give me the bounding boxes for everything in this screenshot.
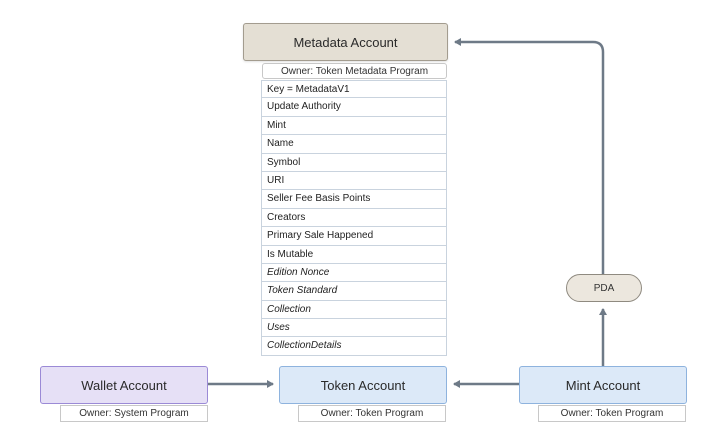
mint-account-title: Mint Account [565, 377, 641, 393]
metadata-field: Edition Nonce [261, 263, 447, 283]
metadata-field: Symbol [261, 153, 447, 172]
metadata-field: Token Standard [261, 282, 447, 301]
metadata-account-box: Metadata Account [243, 23, 448, 61]
metadata-field: Creators [261, 208, 447, 228]
metadata-account-title: Metadata Account [293, 34, 398, 50]
metadata-field: Name [261, 135, 447, 154]
token-account-owner: Owner: Token Program [298, 405, 446, 422]
mint-account-box: Mint Account [519, 366, 687, 404]
wallet-account-box: Wallet Account [40, 366, 208, 404]
metadata-field: CollectionDetails [261, 337, 447, 356]
metadata-field: Key = MetadataV1 [261, 80, 447, 99]
metadata-field: Update Authority [261, 98, 447, 117]
metadata-field: Uses [261, 319, 447, 338]
metadata-field: Collection [261, 300, 447, 320]
metadata-account-owner: Owner: Token Metadata Program [262, 63, 447, 79]
metadata-field: URI [261, 171, 447, 191]
token-account-title: Token Account [320, 377, 406, 393]
metadata-field: Is Mutable [261, 245, 447, 264]
wallet-account-title: Wallet Account [81, 377, 167, 393]
wallet-account-owner: Owner: System Program [60, 405, 208, 422]
metadata-field: Primary Sale Happened [261, 227, 447, 246]
metadata-field: Seller Fee Basis Points [261, 190, 447, 209]
arrow-pda-to-metadata [454, 38, 605, 274]
token-account-box: Token Account [279, 366, 447, 404]
pda-node: PDA [566, 274, 642, 302]
mint-account-owner: Owner: Token Program [538, 405, 686, 422]
metadata-field: Mint [261, 116, 447, 136]
